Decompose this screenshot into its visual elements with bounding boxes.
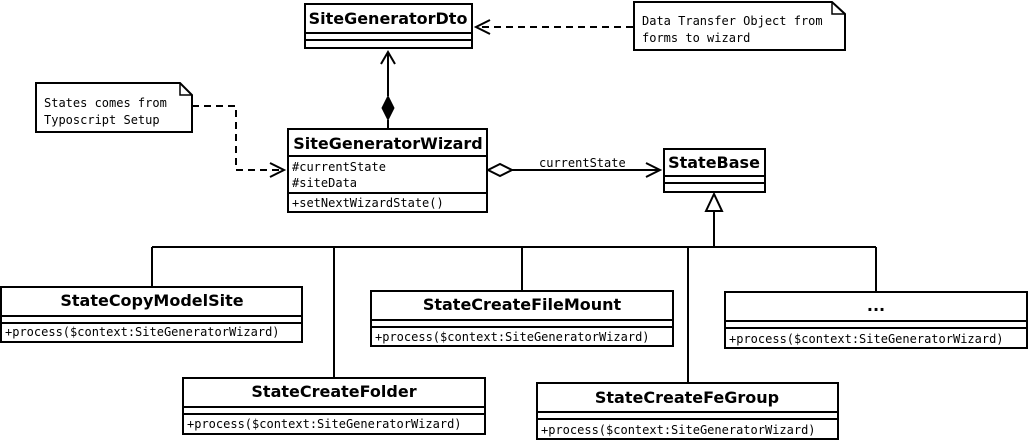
class-state-create-folder: StateCreateFolder +process($context:Site… (182, 377, 486, 435)
note-line-2: forms to wizard (642, 31, 750, 45)
operation-set-next-wizard-state: +setNextWizardState() (292, 196, 444, 210)
class-state-create-fe-group: StateCreateFeGroup +process($context:Sit… (536, 382, 839, 440)
note-line-2: Typoscript Setup (44, 113, 160, 127)
class-name: StateCreateFolder (251, 382, 416, 401)
note-line-1: Data Transfer Object from (642, 14, 823, 28)
class-site-generator-wizard: SiteGeneratorWizard #currentState #siteD… (287, 128, 488, 213)
note-line-1: States comes from (44, 96, 167, 110)
dependency-note-to-dto (473, 19, 633, 35)
class-name: StateCreateFileMount (423, 295, 622, 314)
class-name: ... (867, 296, 885, 315)
operation-process: +process($context:SiteGeneratorWizard) (375, 330, 650, 344)
class-name: StateBase (668, 153, 760, 172)
generalization-tree (151, 191, 877, 383)
operation-process: +process($context:SiteGeneratorWizard) (187, 417, 462, 431)
class-name: SiteGeneratorDto (309, 9, 468, 28)
class-ellipsis: ... +process($context:SiteGeneratorWizar… (724, 291, 1028, 349)
dependency-note-to-wizard (192, 105, 287, 178)
class-name: StateCreateFeGroup (595, 388, 779, 407)
class-state-copy-model-site: StateCopyModelSite +process($context:Sit… (0, 286, 303, 343)
aggregation-wizard-statebase (485, 162, 663, 178)
class-name: StateCopyModelSite (60, 291, 243, 310)
class-state-create-file-mount: StateCreateFileMount +process($context:S… (370, 290, 674, 347)
note-dto-description: Data Transfer Object from forms to wizar… (633, 1, 846, 51)
operation-process: +process($context:SiteGeneratorWizard) (541, 423, 816, 437)
class-name: SiteGeneratorWizard (293, 134, 483, 153)
association-label-current-state: currentState (539, 156, 626, 170)
attribute-current-state: #currentState (292, 160, 386, 174)
composition-dto-wizard (380, 50, 396, 129)
class-site-generator-dto: SiteGeneratorDto (304, 3, 473, 49)
class-state-base: StateBase (663, 148, 766, 193)
note-states-source: States comes from Typoscript Setup (35, 82, 193, 133)
attribute-site-data: #siteData (292, 176, 357, 190)
operation-process: +process($context:SiteGeneratorWizard) (5, 325, 280, 339)
operation-process: +process($context:SiteGeneratorWizard) (729, 332, 1004, 346)
